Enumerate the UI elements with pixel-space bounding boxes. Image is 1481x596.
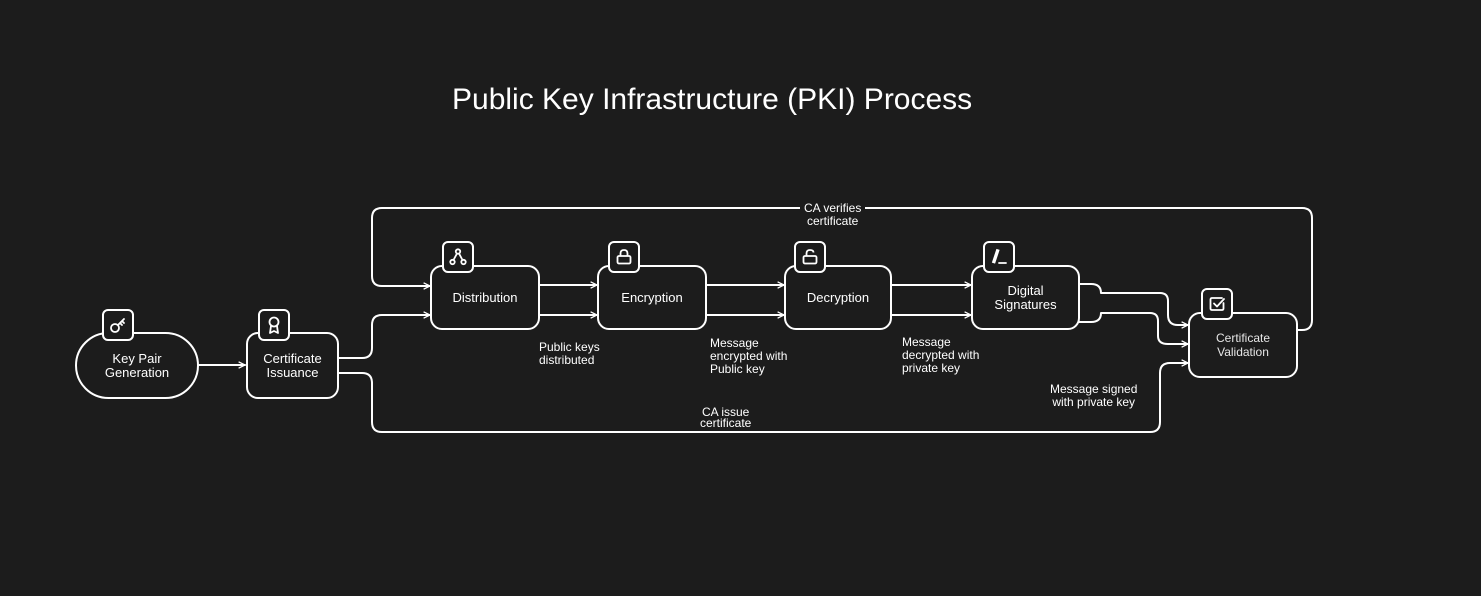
edge-label-message-signed: Message signed with private key — [1050, 383, 1137, 409]
edge-label-line: CA issue — [702, 405, 750, 419]
node-certificate-issuance: Certificate Issuance — [246, 332, 339, 399]
edge-label-line: encrypted with — [710, 349, 788, 363]
node-label-line: Validation — [1217, 345, 1269, 359]
edge-label-line: certificate — [700, 416, 752, 430]
lock-icon — [608, 241, 640, 273]
pen-signature-icon — [983, 241, 1015, 273]
node-digital-signatures: Digital Signatures — [971, 265, 1080, 330]
edge-label-line: Message signed — [1050, 382, 1138, 396]
node-label-line: Certificate — [263, 350, 322, 366]
edge-label-line: Message — [710, 336, 759, 350]
key-icon — [102, 309, 134, 341]
edge-label-line: decrypted with — [902, 348, 980, 362]
node-encryption: Encryption — [597, 265, 707, 330]
node-decryption: Decryption — [784, 265, 892, 330]
edge-label-line: private key — [902, 361, 961, 375]
edge-signatures-to-validation-top — [1078, 283, 1189, 325]
node-label-line: Generation — [104, 364, 170, 380]
edge-label-line: certificate — [807, 214, 859, 228]
edge-label-ca-issue-certificate: CA issue certificate — [700, 405, 752, 430]
edge-label-public-keys-distributed: Public keys distributed — [539, 341, 600, 367]
edge-label-ca-verifies-certificate: CA verifies certificate — [800, 201, 866, 228]
edge-label-line: Public key — [710, 362, 765, 376]
node-label-line: Key Pair — [112, 350, 162, 366]
share-network-icon — [442, 241, 474, 273]
node-distribution: Distribution — [430, 265, 540, 330]
certificate-ribbon-icon — [258, 309, 290, 341]
edge-label-line: Public keys — [539, 340, 600, 354]
edge-label-message-encrypted: Message encrypted with Public key — [710, 337, 787, 376]
edge-issuance-to-distribution — [337, 315, 431, 359]
node-label: Distribution — [452, 289, 518, 305]
node-label-line: Signatures — [994, 296, 1057, 312]
edge-issuance-to-validation — [337, 363, 1189, 433]
page-title: Public Key Infrastructure (PKI) Process — [452, 83, 973, 116]
edge-signatures-to-validation-bottom — [1078, 312, 1189, 344]
unlock-icon — [794, 241, 826, 273]
edge-label-line: CA verifies — [804, 201, 862, 215]
edge-label-line: Message — [902, 335, 951, 349]
node-label-line: Certificate — [1215, 331, 1271, 345]
node-key-pair-generation: Key Pair Generation — [75, 332, 199, 399]
node-label-line: Digital — [1007, 282, 1044, 298]
checkbox-check-icon — [1201, 288, 1233, 320]
edge-label-message-decrypted: Message decrypted with private key — [902, 336, 979, 375]
edge-label-line: distributed — [539, 353, 595, 367]
node-label-line: Issuance — [266, 364, 319, 380]
edge-label-line: with private key — [1052, 395, 1136, 409]
node-label: Encryption — [621, 289, 683, 305]
node-certificate-validation: Certificate Validation — [1188, 312, 1298, 378]
node-label: Decryption — [806, 289, 870, 305]
